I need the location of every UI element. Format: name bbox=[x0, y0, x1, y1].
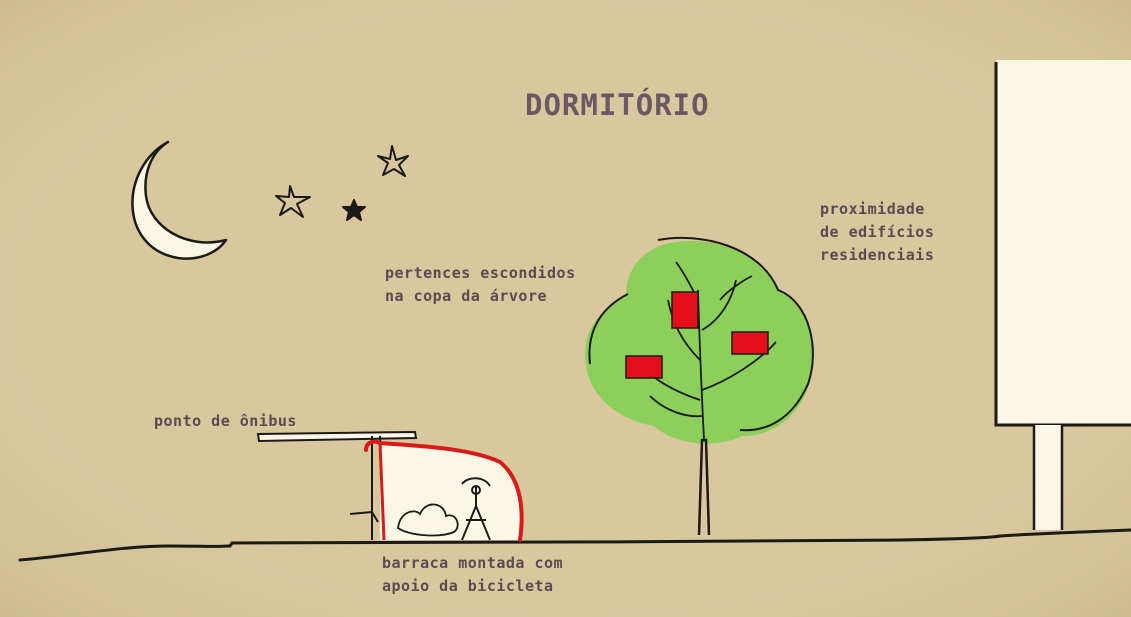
tree-icon bbox=[585, 236, 814, 536]
star-icon bbox=[275, 185, 311, 218]
tent-icon bbox=[349, 439, 524, 542]
label-line: de edifícios bbox=[820, 223, 935, 241]
building-icon bbox=[994, 60, 1131, 530]
hidden-belonging bbox=[671, 291, 699, 329]
hidden-belonging bbox=[625, 355, 663, 379]
page-title: DORMITÓRIO bbox=[525, 88, 710, 122]
label-line: ponto de ônibus bbox=[154, 412, 297, 430]
label-line: na copa da árvore bbox=[385, 287, 548, 305]
label-ponto: ponto de ônibus bbox=[154, 410, 297, 433]
label-proximidade: proximidade de edifícios residenciais bbox=[820, 198, 934, 267]
label-line: barraca montada com bbox=[382, 554, 564, 572]
label-pertences: pertences escondidos na copa da árvore bbox=[385, 262, 576, 308]
label-line: apoio da bicicleta bbox=[382, 577, 554, 595]
label-line: pertences escondidos bbox=[385, 264, 576, 282]
star-icon bbox=[377, 145, 409, 177]
label-line: proximidade bbox=[820, 200, 925, 218]
ground-line bbox=[18, 528, 1131, 562]
hidden-belonging bbox=[731, 331, 769, 355]
star-icon bbox=[342, 199, 366, 221]
label-line: residenciais bbox=[820, 246, 935, 264]
moon-icon bbox=[131, 140, 228, 260]
label-barraca: barraca montada com apoio da bicicleta bbox=[382, 552, 563, 598]
bicycle-icon bbox=[461, 477, 491, 541]
